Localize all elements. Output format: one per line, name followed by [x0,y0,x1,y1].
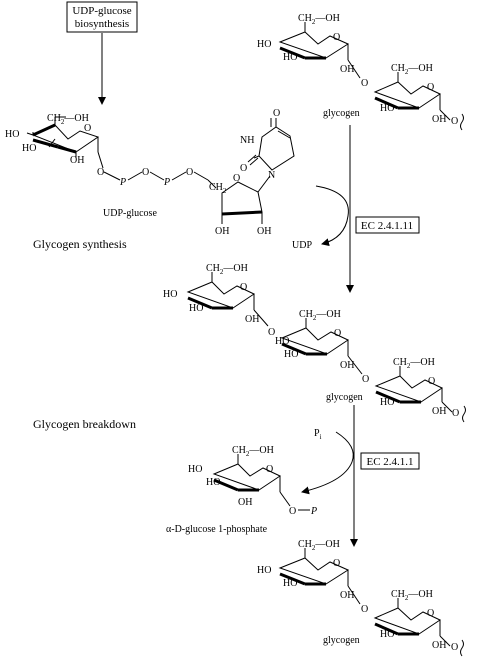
synthase-side-arrow [315,185,349,247]
ribose-oh-2: OH [257,226,271,237]
glycogen-top-oh-2b: OH [432,114,446,125]
uracil-n: N [268,170,275,181]
glycogen-mid-oh-2: OH [245,314,259,325]
ribose-ch2: CH2 [209,182,227,195]
phosphate-2: P [163,177,170,188]
glycogen-bot-ho-4: HO [257,565,271,576]
g1p-glycosidic-o: O [289,506,296,517]
glycogen-bot-oh-2: OH [340,590,354,601]
glycogen-top-tail-o: O [451,116,458,127]
glycogen-top-ch2oh-b: CH2—OH [391,63,433,76]
uracil-ring [247,118,295,171]
glycogen-bot-ho-3b: HO [380,629,394,640]
uracil-nh: NH [240,135,254,146]
glycogen-mid-ho-3c: HO [380,397,394,408]
glycogen-top: HO HO CH2—OH O OH O HO CH2—OH O OH O gly… [257,13,464,131]
glycogen-mid-label: glycogen [326,392,363,403]
ho-3: HO [22,143,36,154]
udp-glucose-structure: HO HO CH2—OH O OH O P O P O CH2 O OH OH [5,108,295,237]
glycogen-top-ho-3b: HO [380,103,394,114]
glycogen-top-ring-o: O [333,32,340,43]
uracil-o-2: O [240,163,247,174]
glycogen-mid-ho-3b: HO [284,349,298,360]
uracil-o-4: O [273,108,280,119]
diphosphate-chain [103,171,209,181]
glycogen-bot-label: glycogen [323,635,360,646]
glycogen-breakdown-title: Glycogen breakdown [33,417,136,431]
glycogen-mid-oh-2c: OH [432,406,446,417]
glycogen-top-ch2oh: CH2—OH [298,13,340,26]
glycogen-mid-ch2oh-b: CH2—OH [299,309,341,322]
glycogen-mid-tail-o: O [452,408,459,419]
g1p-oh-2: OH [238,497,252,508]
ec-synthase-box: EC 2.4.1.11 [355,216,420,234]
udp-glucose-label: UDP-glucose [103,208,157,219]
glycogen-bot-wavy-bond [460,639,464,657]
glycogen-bot-ho-3: HO [283,578,297,589]
inorganic-phosphate-label: Pi [314,428,322,441]
box-line-2: biosynthesis [75,18,129,30]
glycogen-bot-ring-o-b: O [427,608,434,619]
ec-phosphorylase-label: EC 2.4.1.1 [366,456,413,468]
glycogen-top-wavy-bond [460,113,464,131]
glycogen-top-ho-4: HO [257,39,271,50]
glycogen-bot-link-o: O [361,604,368,615]
glycogen-middle: HO HO CH2—OH O OH O HO HO CH2—OH O OH O … [163,263,466,423]
g1p-ho-3: HO [206,477,220,488]
glycogen-top-ring-o-b: O [427,82,434,93]
glycogen-top-oh-2: OH [340,64,354,75]
glycosidic-o: O [97,167,104,178]
glycogen-mid-ho-3: HO [189,303,203,314]
ec-phosphorylase-box: EC 2.4.1.1 [360,452,420,470]
glycogen-mid-link-o-b: O [362,374,369,385]
oh-2: OH [70,155,84,166]
glycogen-mid-ch2oh-c: CH2—OH [393,357,435,370]
phosphate-1: P [119,177,126,188]
glycogen-synthesis-title: Glycogen synthesis [33,237,127,251]
glycogen-mid-oh-2b: OH [340,360,354,371]
glucose-ring [26,116,104,169]
udp-product-label: UDP [292,240,312,251]
glucose-1-phosphate-label: α-D-glucose 1-phosphate [166,524,268,535]
glycogen-mid-ring-o-b: O [334,328,341,339]
phosphorylase-side-arrow [301,431,354,495]
glycogen-mid-wavy-bond [462,405,466,423]
glycogen-mid-ring-o-c: O [428,376,435,387]
g1p-ch2oh: CH2—OH [232,445,274,458]
glycogen-mid-ch2oh: CH2—OH [206,263,248,276]
ribose-ring [207,175,271,224]
g1p-ho-4: HO [188,464,202,475]
glycogen-mid-ho-4: HO [163,289,177,300]
ring-oxygen: O [84,123,91,134]
box-line-1: UDP-glucose [72,5,131,17]
glycogen-bot-ch2oh-b: CH2—OH [391,589,433,602]
g1p-phosphate: P [310,506,317,517]
ribose-o: O [233,173,240,184]
ribose-oh-3: OH [215,226,229,237]
ch2oh-label: CH2—OH [47,113,89,126]
glycogen-top-link-o: O [361,78,368,89]
glycogen-mid-ho-4b: HO [275,336,289,347]
ho-4: HO [5,129,19,140]
g1p-ring-o: O [266,464,273,475]
glycogen-bottom: HO HO CH2—OH O OH O HO CH2—OH O OH O gly… [257,539,464,657]
bridge-o: O [142,167,149,178]
glycogen-bot-tail-o: O [451,642,458,653]
glycogen-mid-link-o: O [268,327,275,338]
glycogen-mid-ring-o: O [240,282,247,293]
udp-glucose-biosynthesis-box: UDP-glucose biosynthesis [66,1,138,33]
glucose-1-phosphate-structure: HO HO CH2—OH O OH O P α-D-glucose 1-phos… [166,445,317,535]
ec-synthase-label: EC 2.4.1.11 [361,220,413,232]
ester-o: O [186,167,193,178]
glycogen-top-label: glycogen [323,108,360,119]
glycogen-bot-ch2oh: CH2—OH [298,539,340,552]
glycogen-top-ho-3: HO [283,52,297,63]
glycogen-bot-oh-2b: OH [432,640,446,651]
glycogen-bot-ring-o: O [333,558,340,569]
